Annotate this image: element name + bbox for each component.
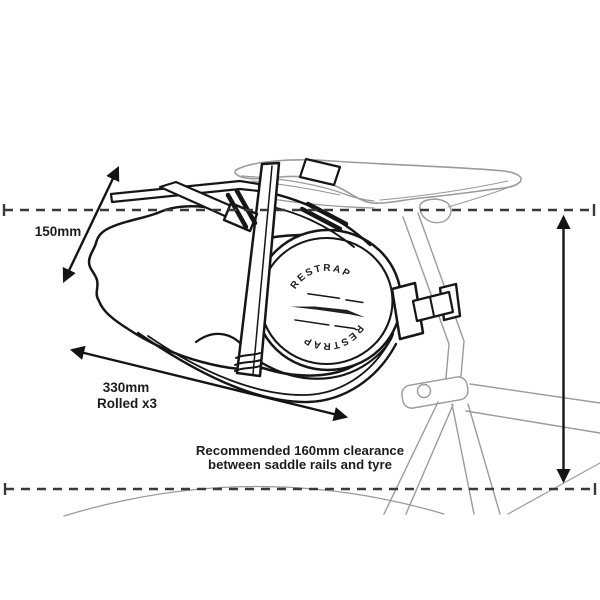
clearance-note: Recommended 160mm clearance between sadd…	[196, 443, 404, 472]
top-tube-edge	[469, 383, 600, 404]
seat-tube-edge	[417, 212, 465, 377]
seat-cluster-lug	[401, 376, 469, 409]
seat-stay-edge	[383, 401, 439, 515]
bike-illustration: RESTRAP RESTRAP	[63, 157, 600, 517]
stitch-line	[345, 299, 364, 304]
saddle-bag: RESTRAP RESTRAP	[87, 187, 403, 404]
side-strap-keeper	[390, 281, 425, 341]
rear-frame	[63, 212, 600, 517]
rail-clamp-ear	[419, 198, 452, 224]
seat-tube-edge	[402, 216, 450, 379]
needle-eye	[293, 307, 306, 311]
top-tube-edge	[465, 410, 600, 434]
seat-stay-edge	[405, 404, 454, 515]
clamp-bolt	[416, 383, 432, 399]
seat-tube-lower-edge	[451, 403, 475, 515]
dimension-arrow-150mm	[62, 166, 120, 283]
clearance-note-line2: between saddle rails and tyre	[208, 457, 392, 472]
rail-strap-band	[305, 201, 349, 227]
needle-icon	[290, 306, 365, 318]
side-strap-divider	[429, 296, 435, 317]
stitch-line	[307, 292, 341, 299]
rail-strap-band	[234, 188, 258, 226]
clearance-note-line1: Recommended 160mm clearance	[196, 443, 404, 458]
stitch-line	[334, 324, 356, 330]
seat-tube-lower-edge	[467, 403, 501, 515]
rail-strap-band	[299, 206, 343, 232]
dimension-label-330mm: 330mm	[103, 380, 150, 395]
saddle-underside-line	[447, 185, 513, 208]
dimension-150mm: 150mm	[35, 166, 120, 283]
dimension-arrow-330mm	[69, 345, 349, 422]
tyre-arc	[63, 485, 445, 517]
dimension-330mm: 330mm Rolled x3	[69, 345, 349, 422]
annotations: 150mm 330mm Rolled x3 Recommended 160mm …	[2, 166, 597, 495]
dimension-label-rolled-x3: Rolled x3	[97, 396, 158, 411]
seat-cluster-lug-body	[401, 376, 469, 409]
dimension-label-150mm: 150mm	[35, 224, 82, 239]
stitch-line	[294, 319, 330, 326]
rail-loop	[298, 157, 342, 187]
guide-line-bottom	[3, 483, 597, 495]
guide-line-top	[2, 204, 596, 216]
saddle-contour	[379, 180, 509, 201]
seatpost-contour	[252, 165, 273, 375]
